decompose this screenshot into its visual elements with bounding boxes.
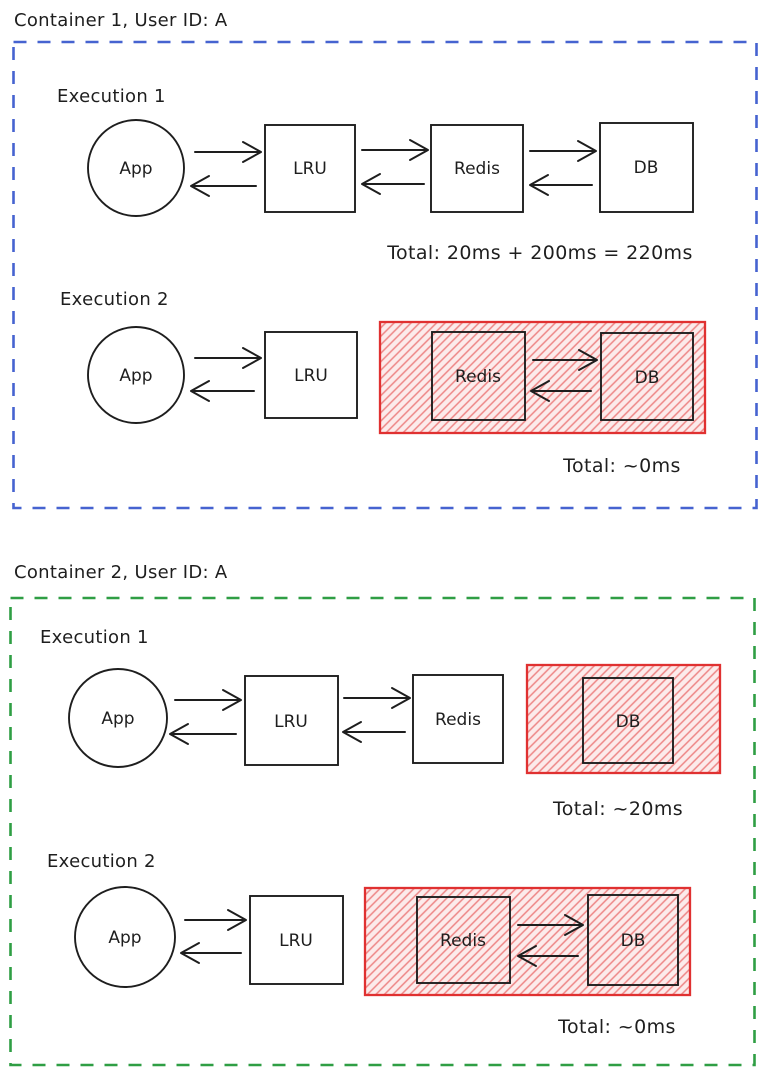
execution-label: Execution 1 <box>57 86 166 107</box>
app-node <box>87 326 185 424</box>
arrow-db-to-redis <box>530 380 592 402</box>
arrow-redis-to-lru <box>361 173 425 195</box>
lru-node-label: LRU <box>294 366 328 386</box>
app-node <box>68 668 168 768</box>
redis-node-label: Redis <box>455 367 501 387</box>
app-node <box>74 886 176 988</box>
container-2: Container 2, User ID: A Execution 1 App … <box>9 562 756 1067</box>
db-node-label: DB <box>635 368 660 388</box>
lru-node <box>264 124 356 213</box>
app-node-label: App <box>119 366 152 386</box>
redis-node <box>416 896 511 984</box>
db-node-label: DB <box>634 158 659 178</box>
execution-total: Total: 20ms + 200ms = 220ms <box>386 242 693 264</box>
db-node <box>600 332 694 421</box>
lru-node <box>249 895 344 985</box>
lru-node <box>244 675 339 766</box>
redis-node-label: Redis <box>454 159 500 179</box>
container-2-title: Container 2, User ID: A <box>14 562 228 583</box>
db-node <box>599 122 694 213</box>
execution-label: Execution 1 <box>40 627 149 648</box>
arrow-lru-to-redis <box>361 139 429 161</box>
arrow-redis-to-db <box>532 349 598 371</box>
db-node <box>582 677 674 764</box>
arrow-app-to-lru <box>174 689 242 711</box>
arrow-redis-to-db <box>529 140 597 162</box>
container-1-title: Container 1, User ID: A <box>14 10 228 31</box>
arrow-db-to-redis <box>517 945 579 967</box>
app-node-label: App <box>101 709 134 729</box>
app-node-label: App <box>108 928 141 948</box>
skipped-highlight-region <box>363 886 692 997</box>
container-1: Container 1, User ID: A Execution 1 App … <box>12 10 758 510</box>
container-1-execution-1: Execution 1 App LRU Redis DB <box>57 86 694 264</box>
redis-node <box>431 331 526 421</box>
container-2-execution-2: Execution 2 App LRU Redis DB <box>47 851 692 1038</box>
lru-node-label: LRU <box>274 712 308 732</box>
arrow-redis-to-lru <box>342 721 406 743</box>
redis-node <box>412 674 504 764</box>
arrow-redis-to-db <box>517 914 584 936</box>
container-2-boundary <box>9 596 756 1067</box>
arrow-lru-to-app <box>180 942 242 964</box>
arrow-lru-to-app <box>190 380 255 402</box>
db-node-label: DB <box>616 712 641 732</box>
arrow-lru-to-app <box>169 723 237 745</box>
container-1-boundary <box>12 40 758 510</box>
arrow-app-to-lru <box>194 347 262 369</box>
arrow-lru-to-redis <box>343 687 411 709</box>
execution-total: Total: ~0ms <box>562 455 681 477</box>
db-node-label: DB <box>621 931 646 951</box>
redis-node-label: Redis <box>440 931 486 951</box>
execution-label: Execution 2 <box>47 851 156 872</box>
skipped-highlight-region <box>378 320 707 435</box>
execution-total: Total: ~20ms <box>552 798 683 820</box>
execution-label: Execution 2 <box>60 289 169 310</box>
skipped-highlight-region <box>525 663 722 775</box>
app-node <box>87 119 185 217</box>
arrow-app-to-lru <box>194 141 262 163</box>
lru-node-label: LRU <box>293 159 327 179</box>
lru-node-label: LRU <box>279 931 313 951</box>
redis-node-label: Redis <box>435 710 481 730</box>
redis-node <box>430 124 524 213</box>
arrow-app-to-lru <box>184 909 247 931</box>
container-2-execution-1: Execution 1 App LRU Redis DB <box>40 627 722 820</box>
db-node <box>587 894 679 986</box>
container-1-execution-2: Execution 2 App LRU Redis DB <box>60 289 707 477</box>
execution-total: Total: ~0ms <box>557 1016 676 1038</box>
app-node-label: App <box>119 159 152 179</box>
lru-node <box>264 331 358 419</box>
arrow-db-to-redis <box>529 174 593 196</box>
arrow-lru-to-app <box>190 175 257 197</box>
